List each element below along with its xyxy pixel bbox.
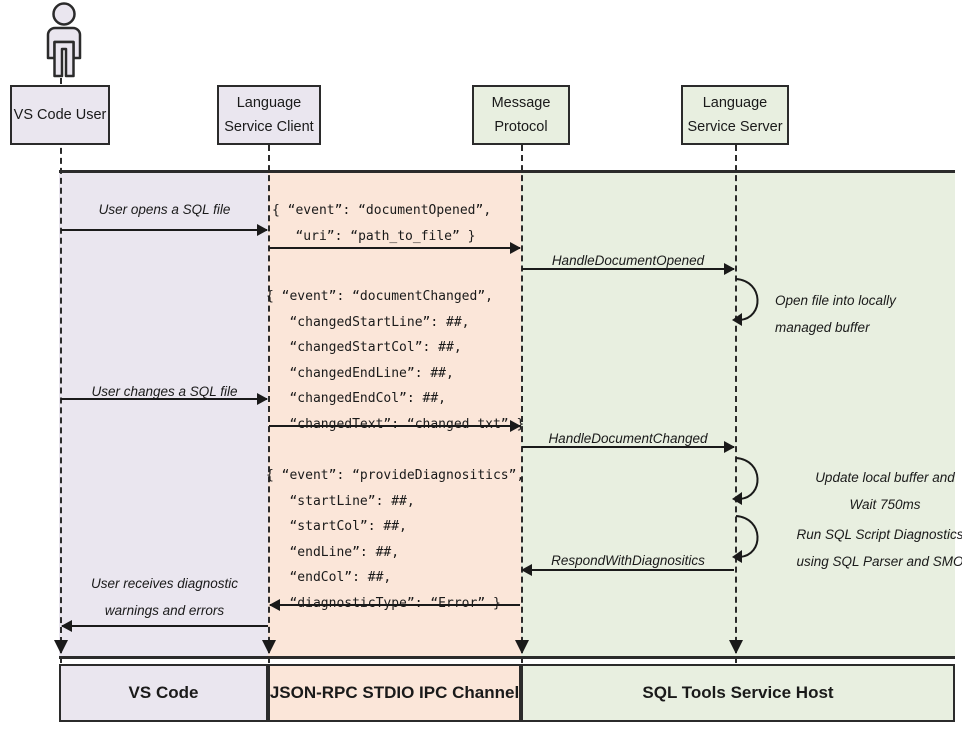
footer-section-ipc-channel[interactable]: JSON-RPC STDIO IPC Channel: [268, 664, 521, 722]
self-action-line1: Run SQL Script Diagnostics: [796, 527, 962, 542]
message-line2: warnings and errors: [104, 603, 225, 618]
payload-document-changed: { “event”: “documentChanged”, “changedSt…: [266, 284, 524, 437]
participant-message-protocol[interactable]: Message Protocol: [472, 85, 570, 145]
participant-label-line2: Service Server: [687, 118, 783, 135]
payload-line: “changedEndLine”: ##,: [266, 365, 454, 381]
lifeline-language-service-server: [735, 145, 737, 663]
participant-language-service-server[interactable]: Language Service Server: [681, 85, 789, 145]
self-loop-open-file: [732, 278, 759, 326]
arrow-respond-with-diagnositics: [521, 564, 734, 576]
arrow-client-to-protocol-opened: [269, 242, 521, 254]
participant-label-line1: Message: [491, 95, 551, 111]
payload-line: “startLine”: ##,: [266, 493, 415, 509]
person-icon: [46, 2, 82, 78]
footer-section-service-host[interactable]: SQL Tools Service Host: [521, 664, 955, 722]
arrow-user-opens: [61, 224, 268, 236]
participant-label-line1: Language: [702, 95, 768, 111]
self-loop-update-buffer: [732, 457, 759, 505]
payload-line: “endLine”: ##,: [266, 544, 400, 560]
participant-label-line2: Protocol: [494, 118, 548, 135]
band-servicehost: [521, 170, 955, 659]
payload-line: { “event”: “documentChanged”,: [266, 289, 493, 304]
lifeline-language-service-client: [268, 145, 270, 663]
arrow-client-to-protocol-changed: [269, 420, 521, 432]
band-bottom-border: [59, 656, 955, 659]
participant-label-line1: VS Code User: [13, 106, 107, 123]
payload-line: { “event”: “provideDiagnositics”,: [266, 468, 525, 483]
self-action-line2: managed buffer: [775, 320, 870, 335]
participant-language-service-client[interactable]: Language Service Client: [217, 85, 321, 145]
message-label-user-receives: User receives diagnostic warnings and err…: [61, 570, 268, 624]
self-action-line1: Open file into locally: [775, 293, 896, 308]
payload-line: { “event”: “documentOpened”,: [272, 203, 492, 218]
payload-line: “changedStartLine”: ##,: [266, 314, 470, 330]
lifeline-vs-code-user: [60, 78, 62, 663]
self-action-line1: Update local buffer and: [815, 470, 955, 485]
message-line1: User receives diagnostic: [90, 576, 239, 591]
participant-label-line2: Service Client: [224, 118, 314, 135]
message-label-handle-document-opened: HandleDocumentOpened: [551, 253, 705, 268]
payload-line: “uri”: “path_to_file” }: [272, 228, 476, 244]
participant-vs-code-user[interactable]: VS Code User: [10, 85, 110, 145]
message-label-user-opens: User opens a SQL file: [98, 202, 231, 217]
band-ipc: [268, 170, 521, 659]
self-action-line2: Wait 750ms: [849, 497, 921, 512]
payload-line: “startCol”: ##,: [266, 519, 407, 534]
arrow-user-receives: [61, 620, 268, 632]
arrow-user-changes: [61, 393, 268, 405]
self-action-label-open-file: Open file into locally managed buffer: [775, 287, 962, 341]
message-label-respond-with-diagnositics: RespondWithDiagnositics: [551, 553, 705, 568]
payload-document-opened: { “event”: “documentOpened”, “uri”: “pat…: [272, 198, 491, 249]
band-top-border: [59, 170, 955, 173]
participant-label-line1: Language: [236, 95, 302, 111]
payload-line: “changedText”: “changed txt” }: [266, 416, 525, 432]
arrow-handle-document-changed: [522, 441, 735, 453]
lifeline-message-protocol: [521, 145, 523, 663]
footer-label: VS Code: [128, 683, 199, 702]
self-loop-run-diagnostics: [732, 515, 759, 563]
lifeline-terminator-icons: [54, 640, 743, 654]
footer-label: SQL Tools Service Host: [642, 683, 834, 702]
footer-section-vs-code[interactable]: VS Code: [59, 664, 268, 722]
arrow-protocol-to-client: [269, 599, 520, 611]
message-label-user-changes: User changes a SQL file: [91, 384, 238, 399]
payload-line: “changedStartCol”: ##,: [266, 340, 462, 355]
payload-line: “changedEndCol”: ##,: [266, 391, 447, 406]
arrow-handle-document-opened: [522, 263, 735, 275]
payload-provide-diagnositics: { “event”: “provideDiagnositics”, “start…: [266, 463, 524, 616]
payload-line: “diagnosticType”: “Error” }: [266, 595, 501, 611]
message-label-handle-document-changed: HandleDocumentChanged: [548, 431, 708, 446]
band-vscode: [59, 170, 268, 659]
footer-label: JSON-RPC STDIO IPC Channel: [269, 683, 520, 702]
self-action-line2: using SQL Parser and SMO: [796, 554, 962, 569]
self-action-label-run-diagnostics: Run SQL Script Diagnostics using SQL Pars…: [765, 521, 962, 575]
payload-line: “endCol”: ##,: [266, 570, 392, 585]
